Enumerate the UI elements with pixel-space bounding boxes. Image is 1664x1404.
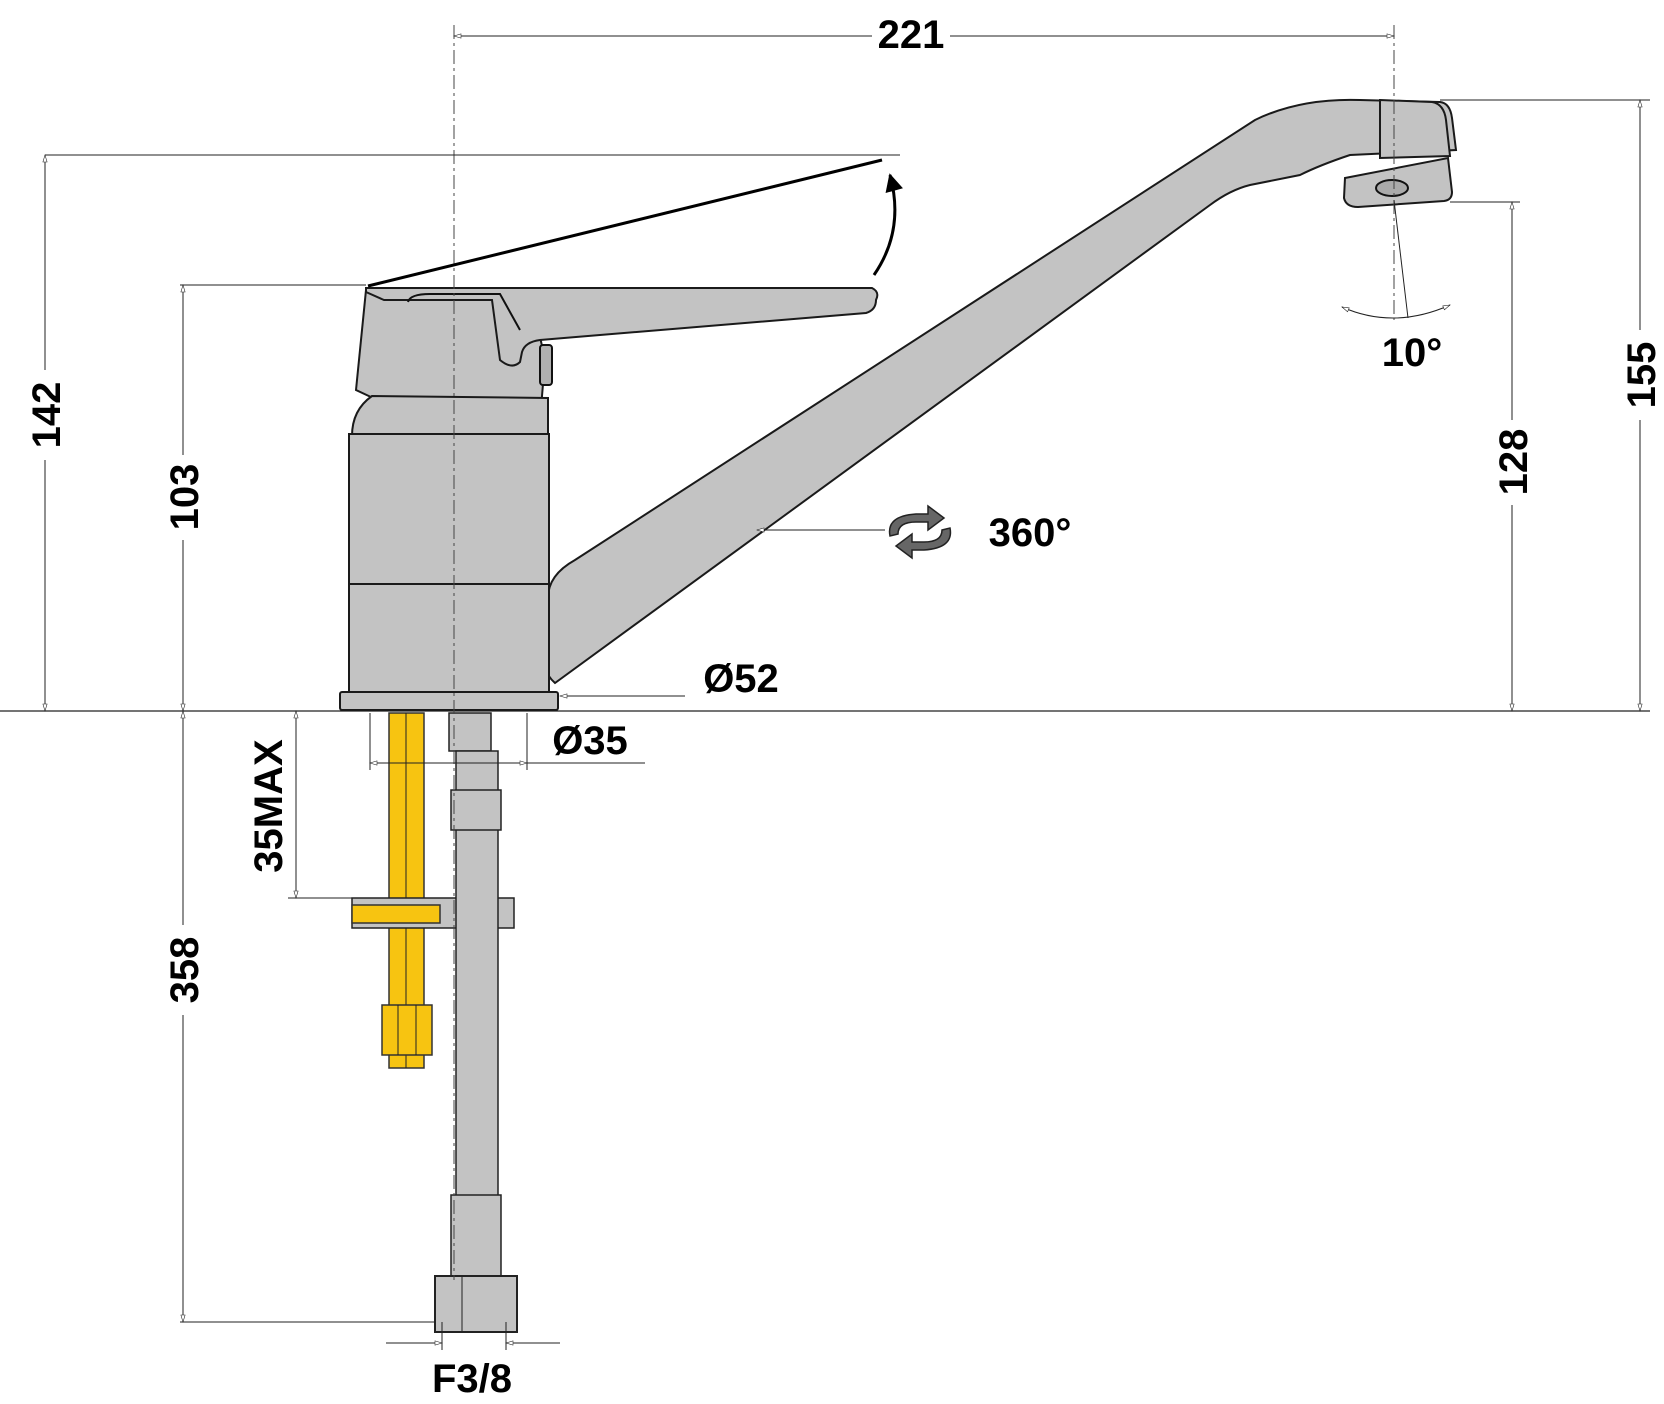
dim-lever-height: 142: [25, 154, 900, 712]
mounting-hardware: [351, 712, 518, 1333]
dim-base-diameter-label: Ø52: [703, 657, 779, 701]
lever-slot: [407, 293, 521, 331]
spout-tip: [1379, 98, 1452, 160]
lever-motion: [367, 158, 903, 288]
dim-outlet-height-label: 128: [1492, 429, 1536, 496]
dim-spout-swivel-label: 360°: [989, 511, 1072, 555]
dim-body-height: 103: [163, 284, 366, 712]
mounting-nut: [381, 1004, 433, 1056]
dim-body-height-label: 103: [163, 464, 207, 531]
dim-below-counter: 358: [163, 710, 435, 1323]
hose-nut: [434, 1275, 518, 1333]
dim-overall-reach: 221: [453, 13, 1395, 57]
hose-connector: [448, 712, 492, 752]
body-lower: [348, 583, 550, 695]
dim-lever-height-label: 142: [25, 382, 69, 449]
dim-base-diameter: Ø52: [559, 657, 779, 701]
faucet-body: [339, 98, 1458, 711]
dim-below-counter-label: 358: [163, 937, 207, 1004]
dim-counter-thickness: 35MAX: [247, 710, 352, 899]
body-upper: [348, 433, 550, 585]
lever-handle: [365, 287, 879, 367]
dim-aerator-tilt: 10°: [1341, 199, 1451, 375]
rotate-arrows-icon: [888, 504, 952, 560]
hose-ferrule: [450, 789, 502, 831]
flexible-hose: [455, 750, 499, 1277]
dim-counter-thickness-label: 35MAX: [247, 739, 291, 873]
dim-spout-swivel: 360°: [756, 504, 1072, 560]
curved-arrow-icon: [872, 173, 903, 276]
lever-raised-line: [367, 158, 883, 288]
dim-connection-thread-label: F3/8: [432, 1357, 512, 1401]
body-neck: [350, 394, 549, 437]
dim-hole-diameter-label: Ø35: [552, 719, 628, 763]
dim-connection-thread: F3/8: [386, 1322, 560, 1401]
spout: [538, 98, 1458, 685]
aerator-outlet: [1375, 179, 1409, 197]
base-flange: [339, 691, 559, 711]
dim-hole-diameter: Ø35: [369, 713, 645, 770]
mounting-plate-gold: [351, 904, 441, 924]
dim-overall-reach-label: 221: [878, 13, 945, 57]
dim-aerator-tilt-label: 10°: [1382, 331, 1443, 375]
lever-pin: [539, 344, 553, 386]
dim-outlet-height: 128: [1450, 201, 1536, 712]
dim-spout-height: 155: [1440, 99, 1664, 712]
dim-spout-height-label: 155: [1620, 342, 1664, 409]
hose-ferrule-bottom: [450, 1194, 502, 1277]
